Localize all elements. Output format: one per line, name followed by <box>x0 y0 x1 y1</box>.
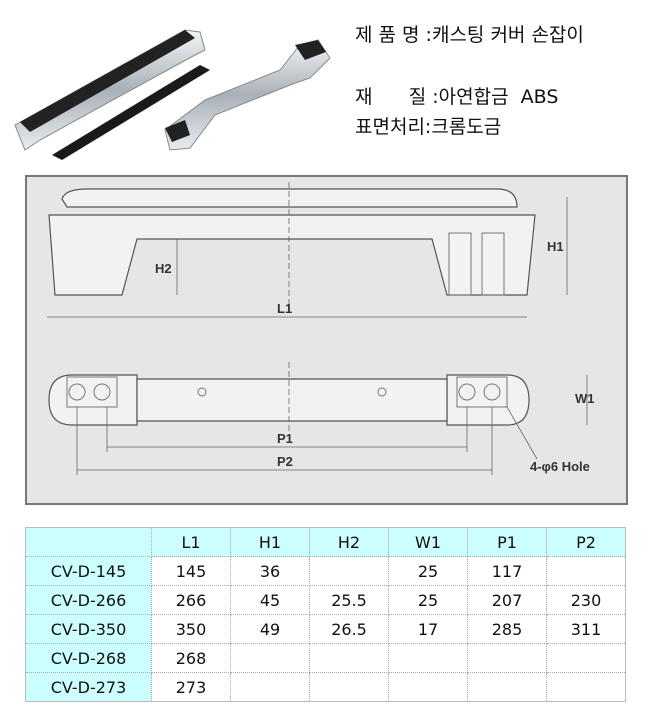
value-cell: 36 <box>230 556 310 586</box>
value-cell: 49 <box>230 614 310 644</box>
label-l1: L1 <box>277 301 292 316</box>
finish-label: 표면처리: <box>355 116 432 138</box>
value-cell <box>467 672 547 702</box>
header-cell: L1 <box>151 527 231 557</box>
value-cell <box>309 556 389 586</box>
model-cell: CV-D-266 <box>25 585 152 615</box>
finish-value: 크롬도금 <box>431 116 502 138</box>
header-cell <box>25 527 152 557</box>
model-cell: CV-D-350 <box>25 614 152 644</box>
surface-finish: 표면처리:크롬도금 <box>355 112 501 139</box>
model-cell: CV-D-273 <box>25 672 152 702</box>
product-photo <box>14 29 331 160</box>
value-cell: 17 <box>388 614 468 644</box>
material-value: 아연합금 ABS <box>438 86 559 108</box>
value-cell: 117 <box>467 556 547 586</box>
value-cell <box>230 672 310 702</box>
value-cell: 230 <box>546 585 626 615</box>
technical-drawing: H1 H2 L1 W1 P1 P2 4-φ6 Hole <box>25 175 628 505</box>
label-h1: H1 <box>547 239 564 254</box>
value-cell: 25 <box>388 585 468 615</box>
label-p2: P2 <box>277 454 293 469</box>
product-name-label: 제 품 명 : <box>355 24 432 46</box>
label-hole: 4-φ6 Hole <box>530 459 590 474</box>
label-h2: H2 <box>155 261 172 276</box>
value-cell <box>309 672 389 702</box>
value-cell: 273 <box>151 672 231 702</box>
table-header-row: L1 H1 H2 W1 P1 P2 <box>25 527 626 557</box>
value-cell <box>546 556 626 586</box>
header-cell: H2 <box>309 527 389 557</box>
header-cell: H1 <box>230 527 310 557</box>
model-cell: CV-D-145 <box>25 556 152 586</box>
value-cell <box>467 643 547 673</box>
value-cell: 311 <box>546 614 626 644</box>
value-cell: 145 <box>151 556 231 586</box>
model-cell: CV-D-268 <box>25 643 152 673</box>
value-cell <box>546 643 626 673</box>
value-cell <box>388 643 468 673</box>
product-name-value: 캐스팅 커버 손잡이 <box>431 24 584 46</box>
value-cell: 266 <box>151 585 231 615</box>
value-cell <box>546 672 626 702</box>
label-w1: W1 <box>575 391 595 406</box>
material-label: 재 질 : <box>355 86 439 108</box>
value-cell <box>309 643 389 673</box>
header-cell: W1 <box>388 527 468 557</box>
value-cell <box>388 672 468 702</box>
value-cell: 268 <box>151 643 231 673</box>
value-cell: 25 <box>388 556 468 586</box>
value-cell: 285 <box>467 614 547 644</box>
label-p1: P1 <box>277 431 293 446</box>
product-name: 제 품 명 :캐스팅 커버 손잡이 <box>355 20 584 47</box>
header-cell: P1 <box>467 527 547 557</box>
value-cell: 26.5 <box>309 614 389 644</box>
header-cell: P2 <box>546 527 626 557</box>
value-cell: 45 <box>230 585 310 615</box>
value-cell: 350 <box>151 614 231 644</box>
value-cell: 25.5 <box>309 585 389 615</box>
value-cell: 207 <box>467 585 547 615</box>
material: 재 질 :아연합금 ABS <box>355 82 558 109</box>
value-cell <box>230 643 310 673</box>
